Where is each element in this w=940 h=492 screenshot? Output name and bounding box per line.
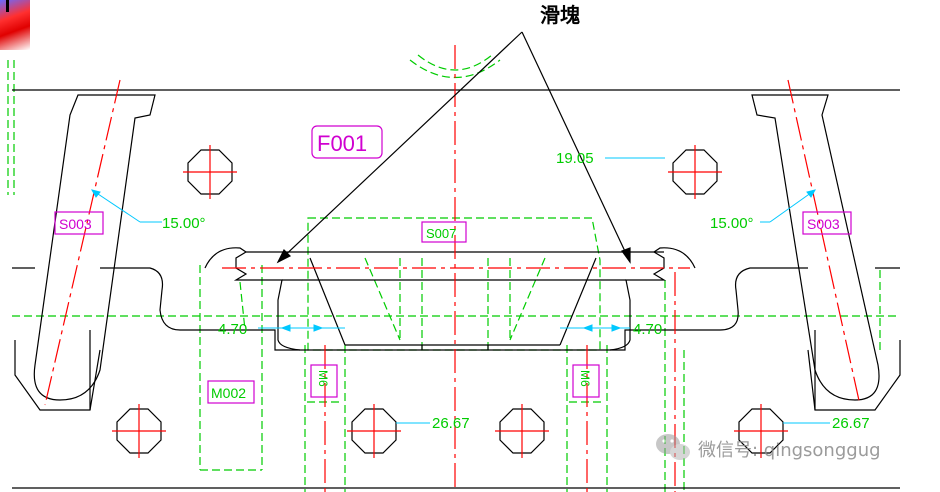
label-m002: M002 [211, 385, 246, 401]
dim-gap-right: 4.70 [633, 321, 662, 338]
dim-26-67-left: 26.67 [432, 415, 470, 432]
label-m6-right: M6 [578, 370, 592, 387]
part-label-boxes [54, 125, 852, 404]
dim-angle-left: 15.00° [162, 215, 206, 232]
label-f001: F001 [317, 131, 367, 156]
diagram-title: 滑塊 [540, 3, 580, 27]
label-s007: S007 [426, 226, 456, 241]
dim-26-67-right: 26.67 [832, 415, 870, 432]
dim-19-05: 19.05 [556, 150, 594, 167]
annotation-arrows [276, 31, 631, 264]
dimension-leaders [90, 157, 830, 424]
dim-angle-right: 15.00° [710, 215, 754, 232]
watermark-text: 微信号: qingsonggug [698, 440, 881, 461]
label-s003-left: S003 [59, 216, 92, 232]
dim-gap-left: 4.70 [218, 321, 247, 338]
hidden-lines [7, 54, 900, 492]
label-m6-left: M6 [316, 370, 330, 387]
wechat-icon [656, 434, 690, 460]
corner-logo-mark [6, 0, 9, 12]
corner-logo [0, 0, 30, 50]
hole-crosshairs [112, 145, 788, 458]
label-s003-right: S003 [807, 216, 840, 232]
